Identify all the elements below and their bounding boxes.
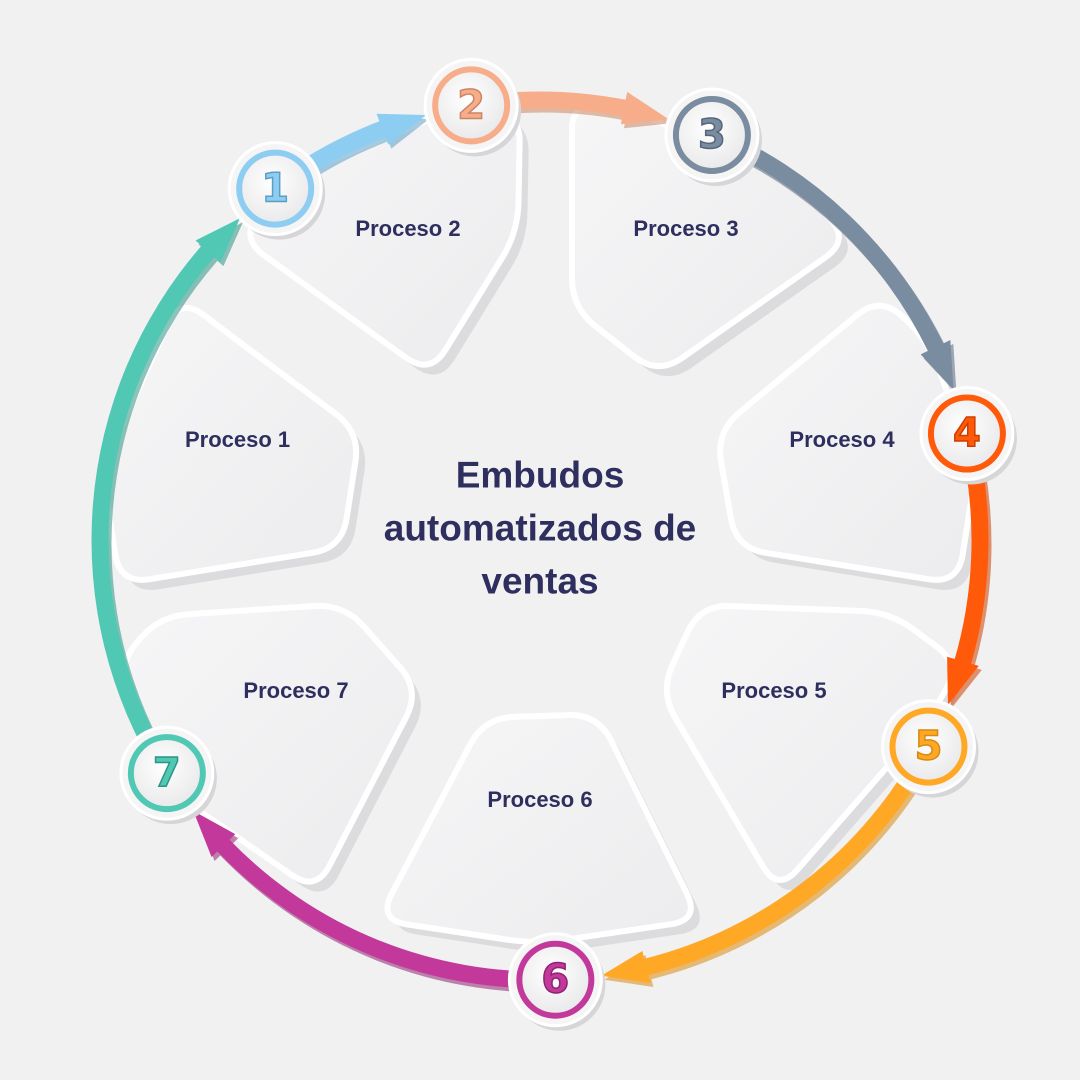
step-4-number: 4	[953, 411, 981, 457]
step-5-badge: 5	[880, 699, 979, 798]
step-5-number: 5	[915, 724, 943, 770]
process-6-label: Proceso 6	[487, 787, 593, 812]
diagram-title: Embudos automatizados de ventas	[383, 454, 697, 602]
step-2-badge: 2	[423, 57, 522, 157]
process-6-card	[384, 712, 694, 945]
process-5-label: Proceso 5	[721, 678, 827, 703]
arrow-6-to-7	[193, 810, 556, 989]
process-3-label: Proceso 3	[633, 216, 739, 241]
step-1-badge: 1	[227, 141, 326, 240]
process-2-label: Proceso 2	[355, 216, 461, 241]
step-3-number: 3	[698, 112, 726, 158]
process-1-label: Proceso 1	[185, 427, 291, 452]
arrow-5-to-6	[601, 742, 937, 983]
step-7-badge: 7	[119, 725, 217, 825]
process-4-card	[717, 302, 976, 583]
process-7-label: Proceso 7	[243, 678, 349, 703]
process-4-label: Proceso 4	[789, 427, 895, 452]
step-3-badge: 3	[664, 87, 762, 186]
step-6-number: 6	[541, 957, 569, 1003]
step-6-badge: 6	[507, 932, 606, 1031]
arrow-4-to-5	[947, 431, 989, 705]
process-5-card	[663, 603, 955, 883]
step-7-number: 7	[153, 750, 181, 796]
step-2-number: 2	[457, 82, 485, 128]
step-1-number: 1	[261, 166, 289, 212]
step-4-badge: 4	[919, 386, 1017, 485]
